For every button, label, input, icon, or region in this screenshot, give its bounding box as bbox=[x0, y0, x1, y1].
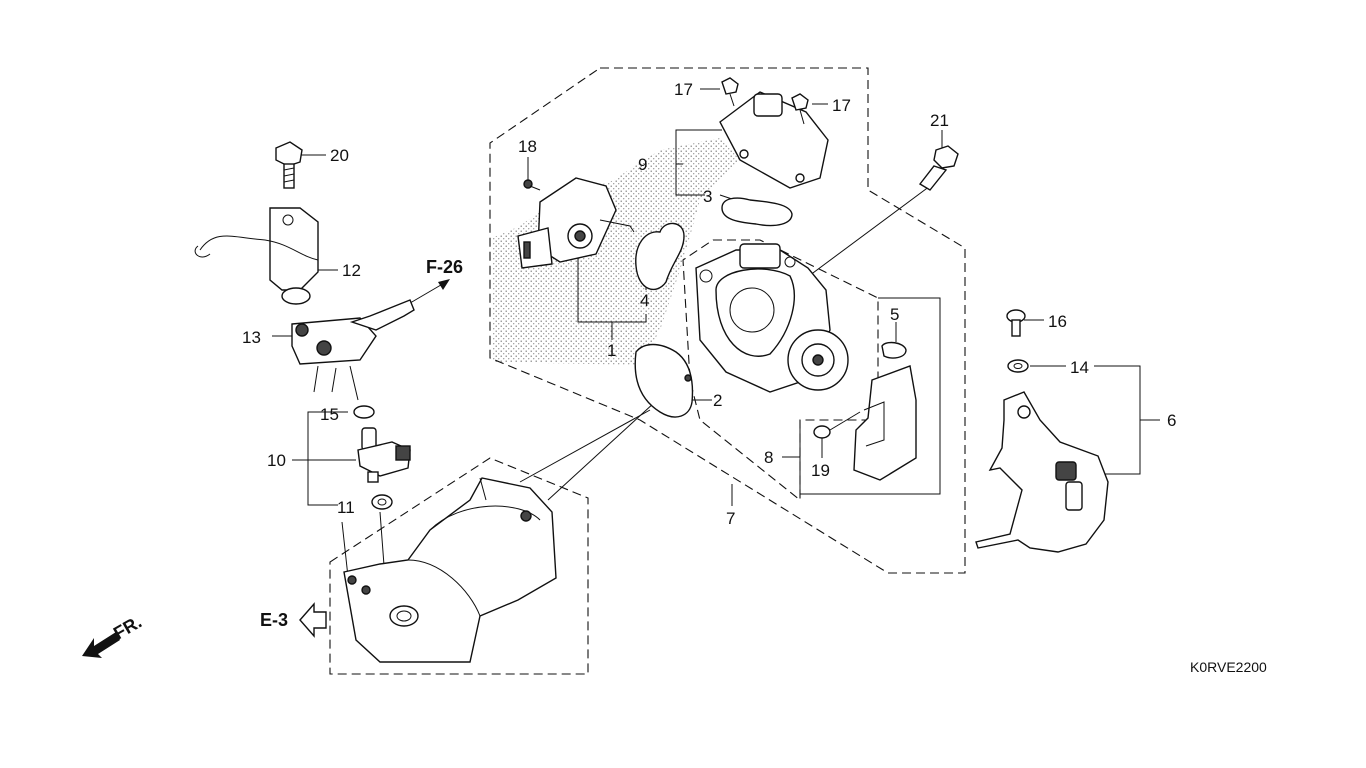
callout-15: 15 bbox=[320, 405, 339, 424]
group-7-dashed-outline bbox=[489, 67, 966, 574]
callout-16: 16 bbox=[1048, 312, 1067, 331]
inlet-manifold-icon bbox=[343, 477, 557, 663]
callout-9: 9 bbox=[638, 155, 647, 174]
callout-20: 20 bbox=[330, 146, 349, 165]
bolt-20-icon bbox=[275, 141, 303, 189]
bolt-21-icon bbox=[918, 145, 959, 191]
callout-4: 4 bbox=[640, 291, 649, 310]
callout-10: 10 bbox=[267, 451, 286, 470]
callout-17a: 17 bbox=[674, 80, 693, 99]
screw-17a-icon bbox=[721, 77, 739, 107]
seal-11-icon bbox=[371, 494, 393, 510]
sensor-9-icon bbox=[719, 91, 829, 189]
callout-12: 12 bbox=[342, 261, 361, 280]
o-ring-15-icon bbox=[353, 405, 375, 419]
washer-14-hole bbox=[1013, 363, 1023, 369]
ref-e3: E-3 bbox=[260, 610, 288, 630]
callout-3: 3 bbox=[703, 187, 712, 206]
gasket-2-icon bbox=[634, 343, 694, 418]
e3-arrow-icon bbox=[299, 602, 327, 638]
inlet-manifold-dashed-outline bbox=[329, 457, 589, 675]
diagram-code: K0RVE2200 bbox=[1190, 659, 1267, 675]
callout-18: 18 bbox=[518, 137, 537, 156]
callout-8: 8 bbox=[764, 448, 773, 467]
gasket-2-pin bbox=[684, 374, 692, 382]
callout-7: 7 bbox=[726, 509, 735, 528]
callout-5: 5 bbox=[890, 305, 899, 324]
tp-sensor-1-icon bbox=[517, 177, 635, 269]
leader-9 bbox=[675, 129, 722, 196]
callout-6: 6 bbox=[1167, 411, 1176, 430]
assembly-line-a bbox=[519, 409, 651, 483]
bracket-12-icon bbox=[194, 207, 319, 305]
callout-21: 21 bbox=[930, 111, 949, 130]
callout-19: 19 bbox=[811, 461, 830, 480]
callout-13: 13 bbox=[242, 328, 261, 347]
leader-21-link bbox=[789, 185, 931, 291]
group-5-box bbox=[799, 297, 941, 495]
callout-1: 1 bbox=[607, 341, 616, 360]
throttle-body-7-icon bbox=[695, 243, 849, 393]
screw-17b-icon bbox=[791, 93, 809, 125]
washer-14-icon bbox=[1007, 359, 1029, 373]
screw-19-icon bbox=[813, 411, 861, 439]
callout-11: 11 bbox=[337, 498, 355, 517]
leader-6 bbox=[1094, 365, 1141, 475]
screw-16-icon bbox=[1006, 309, 1026, 337]
bracket-5-icon bbox=[853, 341, 917, 481]
f26-arrow-line bbox=[404, 281, 447, 307]
ref-f26: F-26 bbox=[426, 257, 463, 277]
injector-10-icon bbox=[357, 427, 411, 483]
callout-14: 14 bbox=[1070, 358, 1089, 377]
cover-6-icon bbox=[975, 391, 1109, 553]
vacuum-pipe-13-icon bbox=[291, 299, 415, 401]
seal-11-hole bbox=[377, 498, 387, 506]
o-ring-3-icon bbox=[721, 197, 793, 227]
front-arrow-icon bbox=[82, 632, 120, 658]
screw-18-icon bbox=[523, 179, 541, 191]
callout-17b: 17 bbox=[832, 96, 851, 115]
leader-10-bracket bbox=[307, 411, 348, 506]
callout-2: 2 bbox=[713, 391, 722, 410]
f26-arrow-head bbox=[438, 279, 450, 290]
o-ring-4-icon bbox=[635, 222, 685, 291]
